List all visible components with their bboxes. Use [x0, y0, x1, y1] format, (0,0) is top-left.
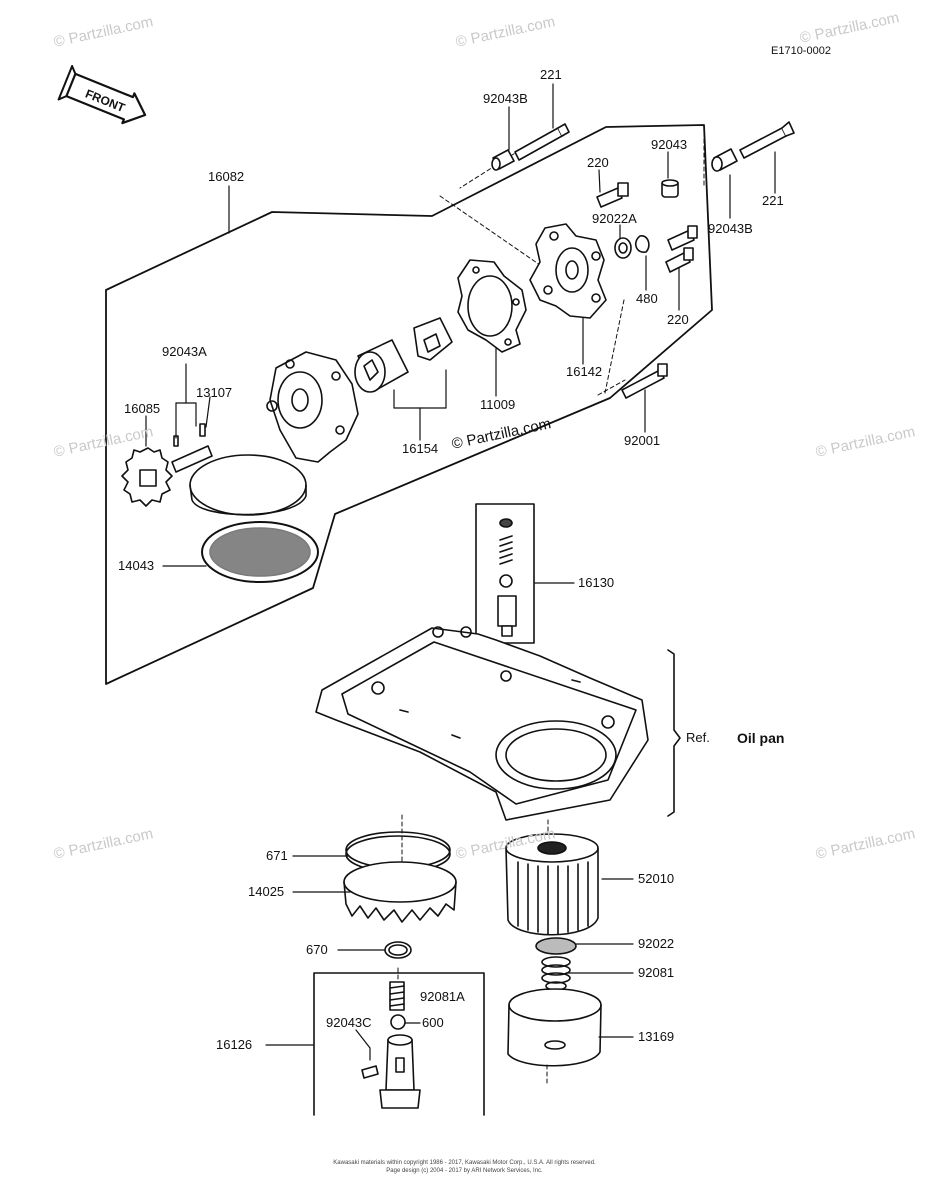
part-number[interactable]: 600: [422, 1015, 444, 1030]
pump-assembly-bracket: [105, 124, 713, 685]
rotor-set-16154: [354, 317, 453, 393]
sprocket-16085: [121, 447, 173, 507]
pump-cover-16142: [529, 223, 607, 319]
copyright-line: Page design (c) 2004 - 2017 by ARI Netwo…: [386, 1168, 543, 1174]
bolt-221-right: [739, 121, 795, 159]
part-number[interactable]: 92081A: [420, 989, 465, 1004]
collar-92043: [661, 179, 679, 198]
part-number[interactable]: 16085: [124, 401, 161, 416]
relief-valve-16130-box: [475, 503, 535, 644]
filter-cover-13169: [507, 988, 602, 1067]
part-number[interactable]: 220: [667, 312, 689, 327]
bypass-valve-16126-box: [313, 972, 485, 1116]
oil-filter-52010: [505, 833, 599, 936]
collar-92043b-right: [711, 148, 738, 172]
part-number[interactable]: 92043C: [326, 1015, 372, 1030]
shaft-13107: [171, 423, 213, 473]
spring-92081a: [389, 981, 405, 1011]
part-number[interactable]: 92043A: [162, 344, 207, 359]
part-number[interactable]: 671: [266, 848, 288, 863]
collar-92043b-left: [491, 149, 515, 171]
bolt-220-upper: [596, 182, 629, 208]
alignment-lines: [397, 124, 705, 1086]
ball-600: [390, 1014, 406, 1030]
part-number[interactable]: 52010: [638, 871, 675, 886]
oring-670: [384, 941, 412, 959]
part-number[interactable]: 16082: [208, 169, 245, 184]
part-number[interactable]: 14043: [118, 558, 155, 573]
part-number[interactable]: 92022: [638, 936, 675, 951]
part-number[interactable]: 16126: [216, 1037, 253, 1052]
bolt-92001: [621, 363, 668, 399]
part-number[interactable]: 14025: [248, 884, 285, 899]
leader-lines: [145, 83, 776, 1061]
strainer-14043: [189, 454, 319, 583]
part-number[interactable]: 670: [306, 942, 328, 957]
part-number[interactable]: 92043B: [708, 221, 753, 236]
bypass-valve-body: [379, 1034, 421, 1109]
spring-92081: [541, 956, 571, 991]
part-number[interactable]: 13107: [196, 385, 233, 400]
circlip-480: [634, 235, 650, 253]
part-number[interactable]: 92043: [651, 137, 688, 152]
diagram-code: E1710-0002: [771, 45, 831, 57]
ref-label: Ref.: [686, 730, 710, 745]
oil-pan-outline: [315, 626, 649, 821]
ref-target[interactable]: Oil pan: [737, 730, 785, 746]
pump-body: [266, 351, 359, 463]
part-number[interactable]: 220: [587, 155, 609, 170]
ref-bracket: [667, 649, 681, 817]
part-number[interactable]: 480: [636, 291, 658, 306]
oring-92022a: [614, 237, 632, 259]
washer-92022: [535, 937, 577, 955]
part-number[interactable]: 16154: [402, 441, 439, 456]
part-number[interactable]: 16130: [578, 575, 615, 590]
bolt-220-lower-a: [667, 225, 698, 251]
part-number[interactable]: 92001: [624, 433, 661, 448]
part-number[interactable]: 92081: [638, 965, 675, 980]
bolt-221-left: [514, 123, 570, 161]
part-number[interactable]: 221: [762, 193, 784, 208]
part-number[interactable]: 92043B: [483, 91, 528, 106]
screen-14025: [343, 861, 457, 923]
gasket-11009: [457, 259, 527, 353]
copyright-line: Kawasaki materials within copyright 1986…: [333, 1160, 596, 1166]
front-arrow-icon: [57, 65, 147, 125]
part-number[interactable]: 221: [540, 67, 562, 82]
part-number[interactable]: 16142: [566, 364, 603, 379]
pin-92043c: [361, 1065, 379, 1079]
part-number[interactable]: 11009: [480, 397, 516, 412]
part-number[interactable]: 92022A: [592, 211, 637, 226]
part-number[interactable]: 13169: [638, 1029, 675, 1044]
bolt-220-lower-b: [665, 247, 694, 273]
